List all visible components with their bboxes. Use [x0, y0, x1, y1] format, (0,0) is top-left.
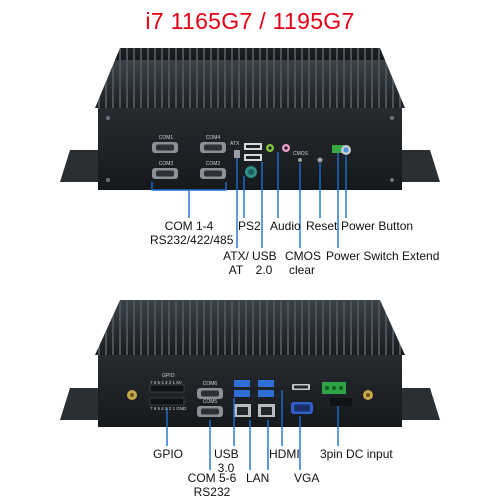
gpio-panel-label: GPIO	[162, 373, 175, 379]
callout-reset: Reset	[306, 219, 338, 233]
callout-com-5-6: COM 5-6 RS232	[187, 471, 237, 499]
callout-gpio: GPIO	[153, 447, 184, 461]
reset-button	[317, 157, 323, 163]
left-bracket-bottom	[60, 388, 100, 420]
right-bracket-bottom	[400, 388, 440, 420]
usb3-port-3	[258, 380, 274, 387]
callout-dc-input: 3pin DC input	[320, 447, 393, 461]
left-bracket	[60, 150, 100, 182]
callout-vga: VGA	[294, 471, 320, 485]
top-device	[60, 48, 440, 190]
gpio-header-bottom	[149, 397, 185, 406]
callout-power-switch-extend: Power Switch Extend	[326, 249, 440, 263]
callout-cmos-clear: CMOS clear	[285, 249, 321, 277]
dc-jack	[330, 398, 352, 406]
power-switch-extend-port	[332, 145, 344, 153]
callout-atx-at: ATX/ AT	[223, 249, 249, 277]
gpio-pins-bottom: 7 6 5 4 3 2 1 GND	[150, 406, 187, 411]
usb3-port-4	[258, 390, 274, 397]
atx-panel-label: ATX	[230, 141, 240, 147]
callout-hdmi: HDMI	[269, 447, 300, 461]
callout-ps2: PS2	[238, 219, 261, 233]
cmos-panel-label: CMOS	[293, 151, 308, 157]
com-port-group-top	[152, 142, 226, 179]
page-title: i7 1165G7 / 1195G7	[145, 8, 355, 34]
callout-power-button: Power Button	[341, 219, 414, 233]
gpio-pins-top: 7 6 5 4 3 2 1 5V	[150, 380, 182, 385]
com3-label: COM3	[158, 161, 174, 167]
top-leader-lines	[151, 152, 347, 248]
bottom-leader-lines	[166, 390, 339, 470]
usb3-port-2	[234, 390, 250, 397]
bottom-device	[60, 300, 440, 427]
com1-label: COM1	[158, 135, 174, 141]
callout-usb3: USB 3.0	[214, 447, 239, 475]
com4-label: COM4	[205, 135, 221, 141]
cmos-clear-button	[298, 158, 302, 162]
com5-label: COM5	[202, 399, 218, 405]
callout-usb2: USB 2.0	[252, 249, 277, 277]
callout-lan: LAN	[246, 471, 270, 485]
heatsink-fins	[95, 48, 405, 108]
usb3-port-1	[234, 380, 250, 387]
com6-label: COM6	[202, 381, 218, 387]
callout-com-1-4: COM 1-4 RS232/422/485	[150, 219, 234, 247]
gpio-header-top	[149, 384, 185, 393]
right-bracket	[400, 150, 440, 182]
atx-switch	[234, 150, 240, 158]
callout-audio: Audio	[270, 219, 301, 233]
com2-label: COM2	[205, 161, 221, 167]
heatsink-fins-bottom	[95, 300, 405, 355]
